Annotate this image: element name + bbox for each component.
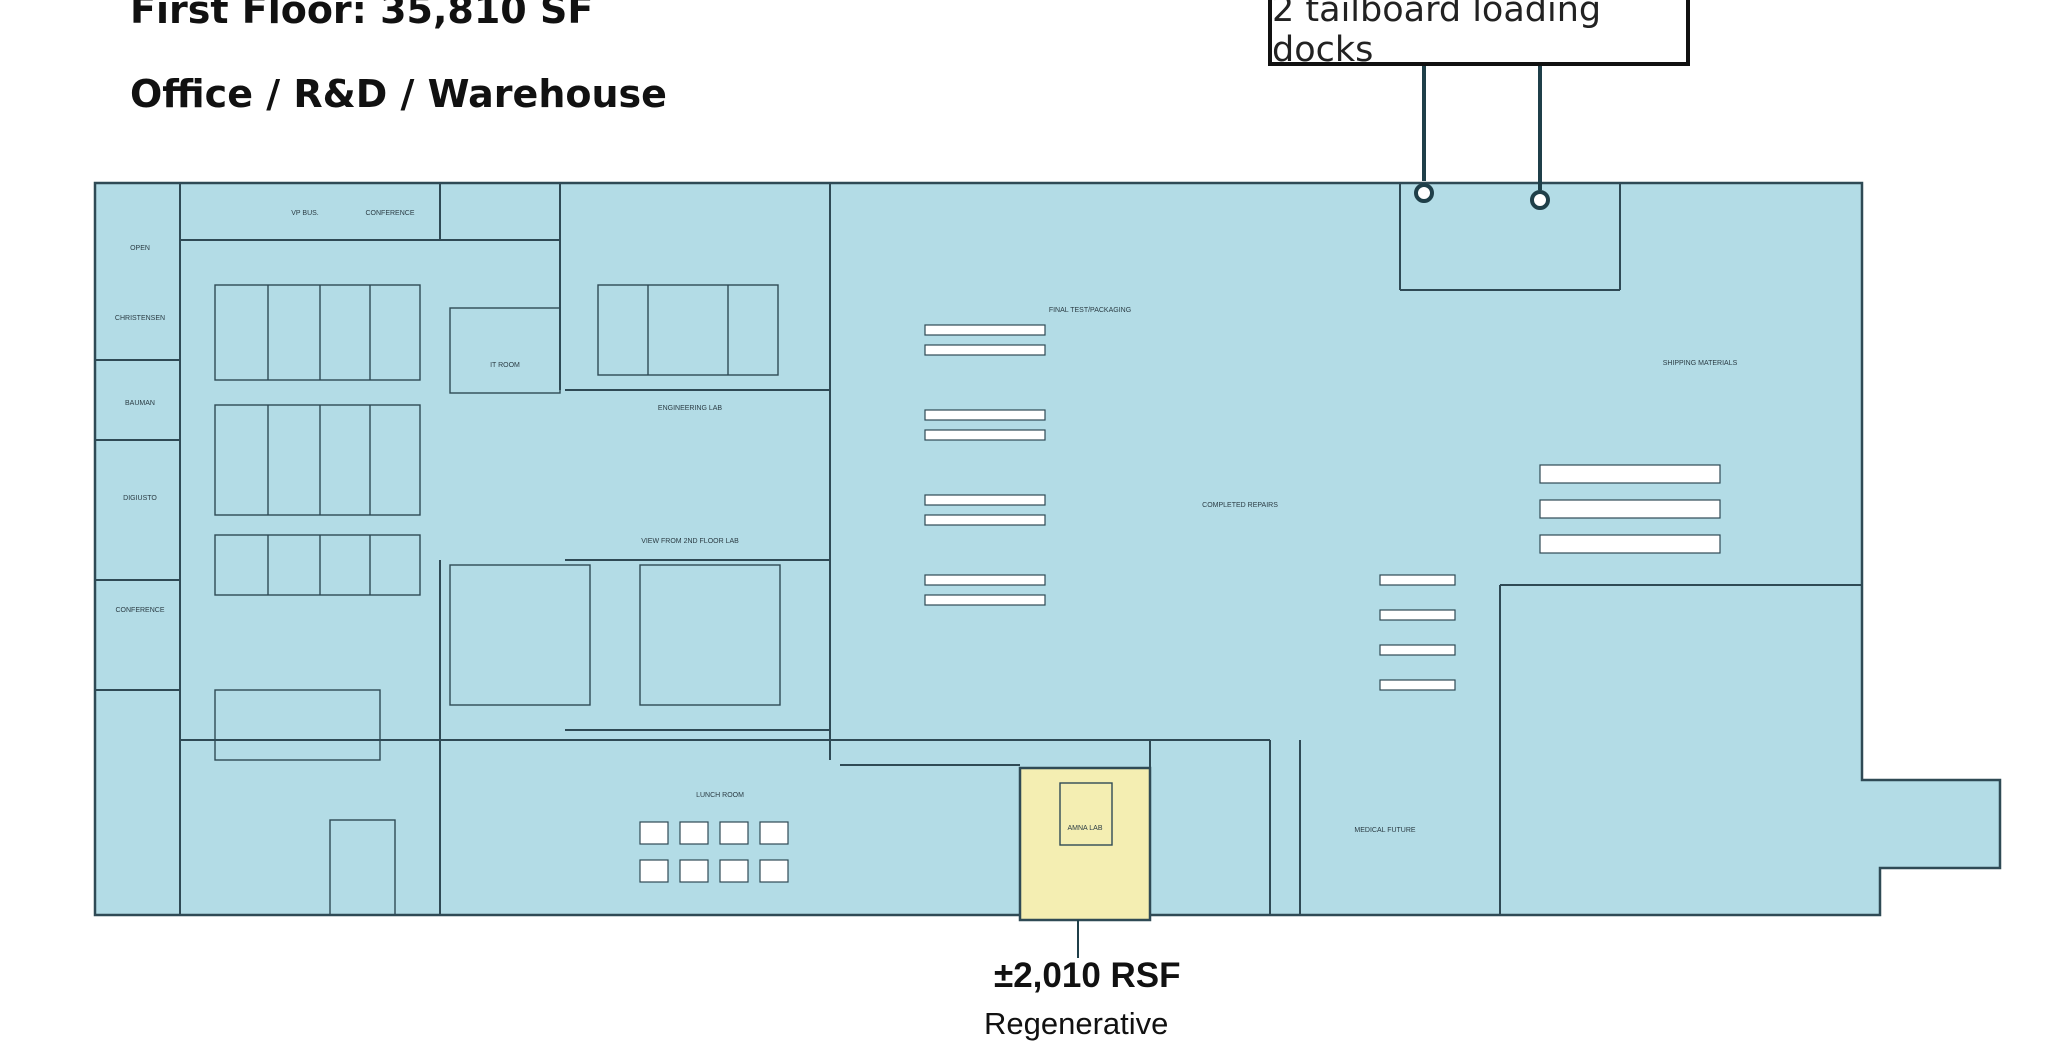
space-area-label: ±2,010 RSF xyxy=(994,956,1181,995)
page-subtitle: Office / R&D / Warehouse xyxy=(130,72,667,116)
regenerative-space xyxy=(1018,766,1152,922)
svg-text:CONFERENCE: CONFERENCE xyxy=(365,210,414,217)
svg-text:AMNA LAB: AMNA LAB xyxy=(1067,825,1102,832)
svg-text:ENGINEERING LAB: ENGINEERING LAB xyxy=(658,405,723,412)
loading-dock-callout: 2 tailboard loading docks xyxy=(1268,0,1690,70)
svg-text:SHIPPING MATERIALS: SHIPPING MATERIALS xyxy=(1663,360,1738,367)
page-title: First Floor: 35,810 SF xyxy=(130,0,594,32)
svg-text:COMPLETED REPAIRS: COMPLETED REPAIRS xyxy=(1202,502,1278,509)
space-leader-line xyxy=(1077,920,1079,958)
loading-dock-callout-text: 2 tailboard loading docks xyxy=(1272,0,1602,70)
callout-leader-line xyxy=(1538,66,1542,190)
room-labels: OPEN CHRISTENSEN BAUMAN DIGIUSTO CONFERE… xyxy=(115,210,1738,834)
svg-text:VIEW FROM 2ND FLOOR LAB: VIEW FROM 2ND FLOOR LAB xyxy=(641,538,739,545)
svg-text:CONFERENCE: CONFERENCE xyxy=(115,607,164,614)
svg-text:DIGIUSTO: DIGIUSTO xyxy=(123,495,157,502)
svg-text:FINAL TEST/PACKAGING: FINAL TEST/PACKAGING xyxy=(1049,307,1131,314)
svg-text:IT ROOM: IT ROOM xyxy=(490,362,520,369)
svg-text:VP BUS.: VP BUS. xyxy=(291,210,319,217)
svg-text:CHRISTENSEN: CHRISTENSEN xyxy=(115,315,165,322)
building-footprint xyxy=(93,181,2002,917)
svg-text:OPEN: OPEN xyxy=(130,245,150,252)
loading-dock-marker xyxy=(1414,183,1434,203)
svg-text:BAUMAN: BAUMAN xyxy=(125,400,155,407)
callout-leader-line xyxy=(1422,66,1426,181)
space-use-label: Regenerative xyxy=(984,1006,1169,1041)
loading-dock-marker xyxy=(1530,190,1550,210)
svg-text:MEDICAL FUTURE: MEDICAL FUTURE xyxy=(1354,827,1416,834)
svg-text:LUNCH ROOM: LUNCH ROOM xyxy=(696,792,744,799)
